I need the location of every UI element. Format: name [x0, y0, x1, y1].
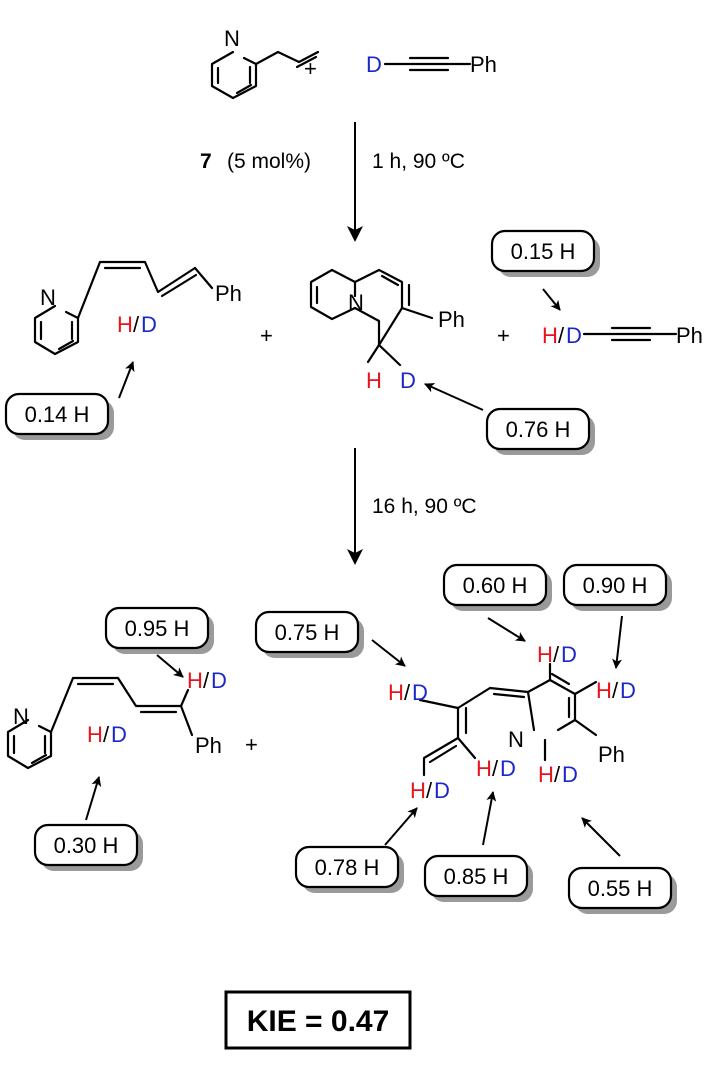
- plus-sign: +: [260, 323, 273, 348]
- svg-text:0.55 H: 0.55 H: [588, 876, 653, 901]
- svg-text:0.95 H: 0.95 H: [125, 616, 190, 641]
- dienylpyridine-product-1: N H / D Ph: [33, 260, 242, 356]
- d-label: D: [400, 368, 416, 393]
- annotation-arrow: [612, 615, 623, 669]
- annotation-arrow: [85, 776, 102, 821]
- d-label: D: [111, 722, 127, 747]
- svg-text:0.30 H: 0.30 H: [54, 833, 119, 858]
- catalyst-label: 7: [200, 150, 212, 173]
- trienylpyridine-product: H / D H / D H / D N Ph H / D H / D H / D: [388, 642, 636, 803]
- step1-conditions: 1 h, 90 ºC: [372, 150, 465, 173]
- phenyl-label: Ph: [676, 323, 703, 348]
- plus-sign: +: [245, 732, 258, 757]
- slash: /: [404, 680, 411, 705]
- phenyl-label: Ph: [215, 281, 242, 306]
- annotation-arrow: [371, 639, 406, 667]
- svg-text:0.60 H: 0.60 H: [463, 573, 528, 598]
- d-label: D: [620, 678, 636, 703]
- h-label: H: [388, 680, 404, 705]
- d-label: D: [561, 642, 577, 667]
- slash: /: [612, 678, 619, 703]
- slash: /: [554, 762, 561, 787]
- h-label: H: [87, 722, 103, 747]
- deuterium-label: D: [366, 52, 382, 77]
- svg-text:0.14 H: 0.14 H: [25, 402, 90, 427]
- diene2-terminal-h-label: 0.95 H: [104, 606, 214, 654]
- triene-terminal-h-label: 0.78 H: [294, 845, 404, 893]
- h-label: H: [542, 323, 558, 348]
- h-label: H: [476, 756, 492, 781]
- quinolizine-h-label: 0.76 H: [485, 407, 595, 455]
- d-label: D: [141, 312, 157, 337]
- d-label: D: [562, 762, 578, 787]
- annotation-arrow: [482, 791, 497, 846]
- slash: /: [133, 312, 140, 337]
- slash: /: [553, 642, 560, 667]
- slash: /: [103, 722, 110, 747]
- pyridine-n-label: N: [13, 704, 29, 729]
- phenyl-label: Ph: [195, 733, 222, 758]
- triene-vinyl-h-label: 0.75 H: [254, 610, 364, 658]
- slash: /: [426, 778, 433, 803]
- pyridine-h6-label: 0.55 H: [567, 866, 677, 914]
- kie-result: KIE = 0.47: [224, 990, 412, 1050]
- phenyl-label: Ph: [470, 52, 497, 77]
- pyridine-h4-label: 0.90 H: [562, 563, 672, 611]
- d-label: D: [211, 668, 227, 693]
- diene1-h-label: 0.14 H: [4, 392, 114, 440]
- h-label: H: [366, 368, 382, 393]
- catalyst-loading: (5 mol%): [227, 150, 311, 173]
- slash: /: [492, 756, 499, 781]
- svg-text:0.15 H: 0.15 H: [511, 239, 576, 264]
- h-label: H: [410, 778, 426, 803]
- d-label: D: [566, 323, 582, 348]
- d-label: D: [412, 680, 428, 705]
- annotation-arrow: [487, 617, 526, 642]
- diene2-internal-h-label: 0.30 H: [33, 823, 143, 871]
- slash: /: [203, 668, 210, 693]
- dienylpyridine-product-2: N H / D H / D Ph: [6, 668, 227, 770]
- quinolizine-product: N H D Ph: [309, 268, 465, 393]
- h-label: H: [538, 762, 554, 787]
- h-label: H: [117, 312, 133, 337]
- pyridine-n-label: N: [40, 285, 56, 310]
- h-label: H: [187, 668, 203, 693]
- slash: /: [558, 323, 565, 348]
- annotation-arrow: [424, 383, 484, 411]
- quinolizine-n-label: N: [348, 290, 364, 315]
- kie-value: KIE = 0.47: [247, 1005, 390, 1038]
- svg-text:0.78 H: 0.78 H: [315, 855, 380, 880]
- annotation-arrow: [581, 817, 621, 857]
- pyridine-h3-label: 0.60 H: [442, 563, 552, 611]
- annotation-arrow: [118, 361, 135, 399]
- plus-sign: +: [497, 323, 510, 348]
- annotation-arrow: [156, 654, 184, 678]
- svg-text:0.85 H: 0.85 H: [444, 864, 509, 889]
- annotation-arrow: [384, 807, 418, 846]
- triene-internal-h-label: 0.85 H: [423, 854, 533, 902]
- phenyl-label: Ph: [598, 742, 625, 767]
- recovered-phenylacetylene: H / D Ph: [542, 323, 703, 348]
- d-label: D: [500, 756, 516, 781]
- deuterated-phenylacetylene-reactant: D Ph: [366, 52, 497, 77]
- svg-text:0.75 H: 0.75 H: [275, 620, 340, 645]
- triene-pyridine-n-label: N: [508, 727, 524, 752]
- svg-text:0.76 H: 0.76 H: [506, 417, 571, 442]
- svg-text:0.90 H: 0.90 H: [583, 573, 648, 598]
- phenyl-label: Ph: [438, 307, 465, 332]
- vinylpyridine-reactant: N: [210, 26, 320, 100]
- pyridine-n-label: N: [224, 26, 240, 51]
- annotation-arrow: [542, 288, 561, 311]
- plus-sign: +: [304, 56, 317, 81]
- step2-conditions: 16 h, 90 ºC: [372, 495, 477, 518]
- d-label: D: [434, 778, 450, 803]
- h-label: H: [596, 678, 612, 703]
- h-label: H: [537, 642, 553, 667]
- alkyne-h-label: 0.15 H: [490, 229, 600, 277]
